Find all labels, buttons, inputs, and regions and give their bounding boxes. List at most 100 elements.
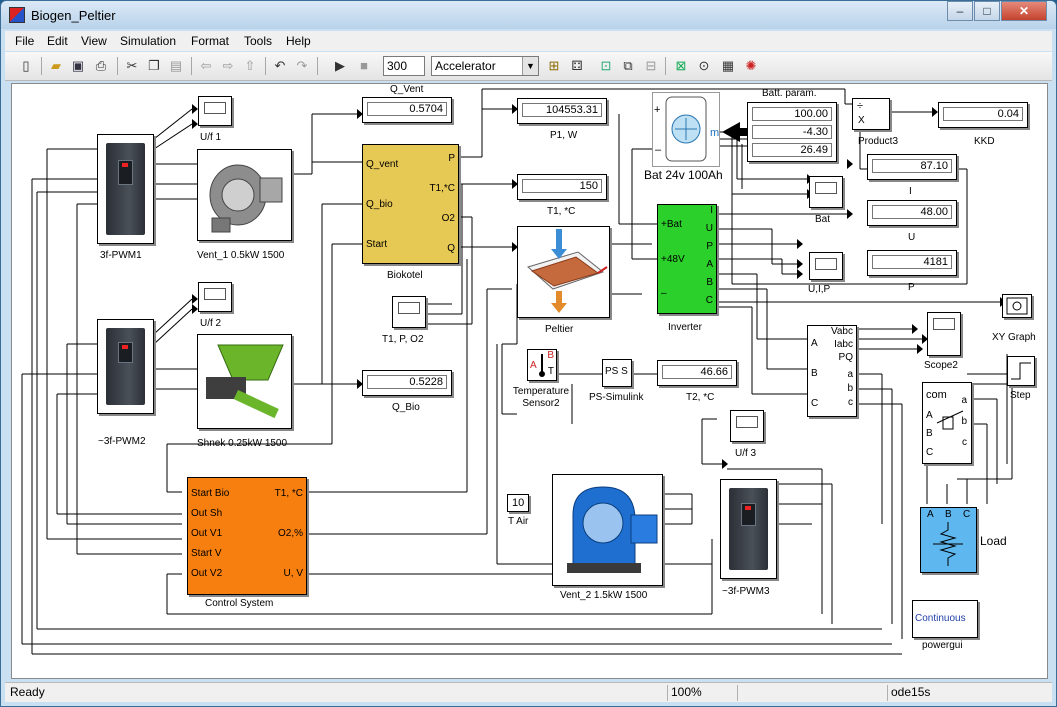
back-icon[interactable]: ⇦ bbox=[200, 58, 212, 73]
biokotel-out-o2: O2 bbox=[441, 213, 455, 224]
library-browser-icon[interactable]: ⧉ bbox=[623, 58, 633, 73]
pwm2-label: ~3f-PWM2 bbox=[98, 436, 146, 447]
step-block[interactable] bbox=[1007, 356, 1035, 386]
toolbar: ▯ ▰ ▣ ⎙ ✂ ❐ ▤ ⇦ ⇨ ⇧ ↶ ↷ ▶ ■ 300 Accelera… bbox=[5, 52, 1052, 81]
chevron-down-icon[interactable]: ▼ bbox=[522, 57, 538, 75]
p1-display[interactable]: 104553.31 bbox=[517, 98, 607, 124]
three-phase-breaker-block[interactable]: com A B C a b c bbox=[922, 382, 972, 464]
shnek-label: Shnek 0.25kW 1500 bbox=[197, 438, 288, 449]
inverter-block[interactable]: +Bat +48V – I U P A B C bbox=[657, 204, 717, 314]
q-bio-display[interactable]: 0.5228 bbox=[362, 370, 452, 396]
uip-scope[interactable] bbox=[809, 252, 843, 280]
control-out-o2: O2,% bbox=[277, 528, 303, 539]
biokotel-block[interactable]: Q_vent Q_bio Start P T1,*C O2 Q bbox=[362, 144, 459, 264]
uf2-scope[interactable] bbox=[198, 282, 232, 312]
new-model-icon[interactable]: ▯ bbox=[22, 58, 30, 73]
stop-time-input[interactable]: 300 bbox=[383, 56, 425, 76]
pwm3-block[interactable] bbox=[720, 479, 777, 579]
profiler-icon[interactable]: ▦ bbox=[721, 58, 735, 73]
model-canvas[interactable]: 3f-PWM1 ~3f-PWM2 U/f 1 U/f 2 Vent_1 0.5k… bbox=[11, 83, 1048, 679]
menu-tools[interactable]: Tools bbox=[244, 34, 273, 48]
biokotel-out-t1: T1,*C bbox=[429, 183, 455, 194]
q-vent-label: Q_Vent bbox=[390, 84, 424, 95]
biokotel-out-q: Q bbox=[447, 243, 455, 254]
vent2-block[interactable] bbox=[552, 474, 663, 586]
menu-view[interactable]: View bbox=[81, 34, 107, 48]
debugger-icon[interactable]: ⊙ bbox=[698, 58, 710, 73]
shnek-block[interactable] bbox=[197, 334, 292, 429]
t1-p-o2-scope[interactable] bbox=[392, 296, 426, 328]
measure-in-a: A bbox=[811, 338, 818, 349]
pwm1-block[interactable] bbox=[97, 134, 154, 244]
model-advisor-icon[interactable]: ⊡ bbox=[600, 58, 612, 73]
menu-edit[interactable]: Edit bbox=[47, 34, 68, 48]
measure-out-c: c bbox=[848, 397, 853, 408]
t-air-label: T Air bbox=[508, 516, 529, 527]
load-block[interactable]: A B C bbox=[920, 507, 977, 573]
redo-icon[interactable]: ↷ bbox=[296, 58, 308, 73]
paste-icon[interactable]: ▤ bbox=[169, 58, 183, 73]
model-explorer-icon[interactable]: ⊠ bbox=[675, 58, 687, 73]
uf3-scope[interactable] bbox=[730, 410, 764, 442]
update-diagram-icon[interactable]: ⊞ bbox=[548, 58, 560, 73]
uf1-scope[interactable] bbox=[198, 96, 232, 126]
blower-icon bbox=[567, 486, 658, 573]
save-icon[interactable]: ▣ bbox=[71, 58, 85, 73]
menu-file[interactable]: File bbox=[15, 34, 35, 48]
t-air-constant[interactable]: 10 bbox=[507, 494, 529, 512]
peltier-block[interactable] bbox=[517, 226, 610, 318]
p-display[interactable]: 4181 bbox=[867, 250, 957, 276]
copy-icon[interactable]: ❐ bbox=[148, 58, 160, 73]
batt-param-label: Batt. param. bbox=[762, 88, 817, 99]
temperature-sensor-block[interactable]: A B T bbox=[527, 349, 557, 381]
simulation-mode-value: Accelerator bbox=[435, 59, 496, 73]
control-in-out-v1: Out V1 bbox=[191, 528, 223, 539]
powergui-block[interactable]: Continuous bbox=[912, 600, 978, 638]
run-icon[interactable]: ▶ bbox=[335, 58, 345, 73]
simulation-mode-select[interactable]: Accelerator ▼ bbox=[431, 56, 539, 76]
status-blank bbox=[737, 685, 887, 701]
maximize-button[interactable]: □ bbox=[974, 1, 1000, 21]
t1-display[interactable]: 150 bbox=[517, 174, 607, 200]
bat-scope[interactable] bbox=[809, 176, 843, 208]
fixed-point-tool-icon[interactable]: ✺ bbox=[745, 58, 757, 73]
build-icon[interactable]: ⚃ bbox=[571, 58, 583, 73]
step-label: Step bbox=[1010, 390, 1031, 401]
explorer-icon[interactable]: ⊟ bbox=[645, 58, 657, 73]
measure-out-b: b bbox=[847, 383, 853, 394]
print-icon[interactable]: ⎙ bbox=[95, 58, 107, 73]
ps-simulink-block[interactable]: PS S bbox=[602, 359, 632, 387]
battery-block[interactable] bbox=[652, 92, 720, 167]
inverter-out-b: B bbox=[706, 277, 713, 288]
minimize-button[interactable]: – bbox=[947, 1, 973, 21]
menu-format[interactable]: Format bbox=[191, 34, 230, 48]
three-phase-measurement-block[interactable]: A B C Vabc Iabc PQ a b c bbox=[807, 325, 857, 417]
menu-help[interactable]: Help bbox=[286, 34, 311, 48]
auger-icon bbox=[206, 344, 284, 419]
forward-icon[interactable]: ⇨ bbox=[222, 58, 234, 73]
control-system-block[interactable]: Start Bio Out Sh Out V1 Start V Out V2 T… bbox=[187, 477, 307, 595]
load-port-b: B bbox=[945, 509, 952, 520]
batt-param-display[interactable]: 100.00 -4.30 26.49 bbox=[747, 102, 837, 162]
undo-icon[interactable]: ↶ bbox=[274, 58, 286, 73]
t2-display[interactable]: 46.66 bbox=[657, 360, 737, 386]
product3-block[interactable]: ÷ X bbox=[852, 98, 890, 130]
measure-out-pq: PQ bbox=[838, 352, 853, 363]
cut-icon[interactable]: ✂ bbox=[126, 58, 138, 73]
kkd-display[interactable]: 0.04 bbox=[938, 102, 1028, 128]
q-vent-display[interactable]: 0.5704 bbox=[362, 97, 452, 123]
inverter-out-i: I bbox=[710, 205, 713, 216]
i-display[interactable]: 87.10 bbox=[867, 154, 957, 180]
vent1-block[interactable] bbox=[197, 149, 292, 241]
stop-icon[interactable]: ■ bbox=[360, 58, 368, 73]
pwm2-block[interactable] bbox=[97, 319, 154, 414]
close-button[interactable]: ✕ bbox=[1001, 1, 1047, 21]
up-icon[interactable]: ⇧ bbox=[244, 58, 256, 73]
scope2-block[interactable] bbox=[927, 312, 961, 356]
open-folder-icon[interactable]: ▰ bbox=[51, 58, 61, 73]
u-display[interactable]: 48.00 bbox=[867, 200, 957, 226]
load-port-a: A bbox=[927, 509, 934, 520]
breaker-in-b: B bbox=[926, 428, 933, 439]
xy-graph-block[interactable] bbox=[1002, 294, 1032, 318]
menu-simulation[interactable]: Simulation bbox=[120, 34, 177, 48]
